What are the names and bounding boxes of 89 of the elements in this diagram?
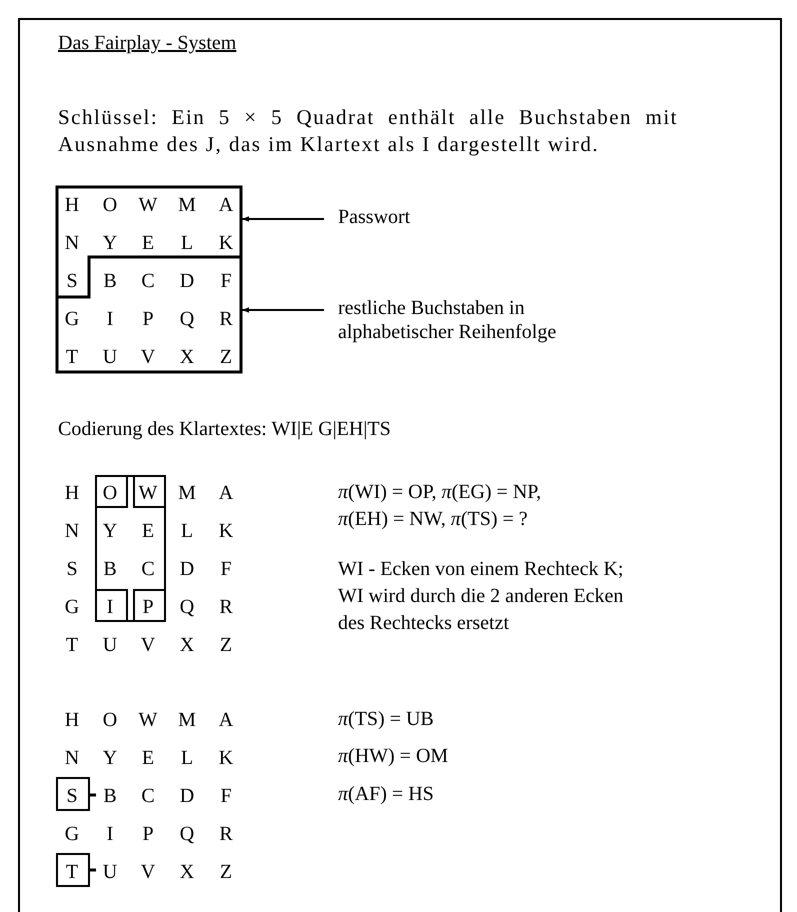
grid-letter: U [102, 861, 118, 883]
grid-letter: Z [220, 346, 232, 368]
grid-letter: Q [180, 308, 194, 330]
grid-letter: B [103, 785, 117, 807]
grid-letter: O [102, 482, 118, 504]
grid-letter: L [180, 232, 194, 254]
grid-letter: B [103, 558, 117, 580]
grid-letter: Y [102, 232, 118, 254]
grid-letter: A [218, 709, 234, 731]
grid-letter: Z [220, 634, 232, 656]
grid-letter: E [142, 747, 154, 769]
title: Das Fairplay - System [58, 31, 236, 56]
grid-letter: B [103, 270, 117, 292]
arrow [242, 216, 324, 222]
grid-letter: L [180, 747, 194, 769]
grid-letter: P [142, 308, 154, 330]
grid-letter: Y [102, 520, 118, 542]
grid-letter: R [219, 596, 233, 618]
formula-text: π(WI) = OP, π(EG) = NP, π(EH) = NW, π(TS) = ? [338, 480, 542, 532]
grid-letter: T [66, 634, 78, 656]
grid-letter: F [220, 270, 232, 292]
grid-letter: R [219, 823, 233, 845]
callout-text: Passwort [338, 205, 410, 229]
grid-letter: S [66, 558, 78, 580]
grid-letter: P [142, 823, 154, 845]
grid-letter: Q [180, 596, 194, 618]
grid-letter: X [180, 346, 194, 368]
grid-letter: K [218, 747, 234, 769]
grid-letter: C [141, 558, 155, 580]
grid-letter: P [142, 596, 154, 618]
grid-letter: I [106, 596, 114, 618]
grid-letter: G [64, 596, 80, 618]
grid-letter: V [140, 634, 156, 656]
paragraph: WI - Ecken von einem Rechteck K; WI wird durch die 2 anderen Ecken des Rechtecks ersetzt [338, 557, 624, 636]
grid-letter: N [64, 747, 80, 769]
grid-letter: M [178, 482, 196, 504]
grid-letter: A [218, 194, 234, 216]
grid-letter: H [64, 482, 80, 504]
grid-letter: W [138, 482, 158, 504]
formula-text: π(AF) = HS [338, 782, 434, 807]
formula-text: π(TS) = UB [338, 707, 434, 732]
grid-letter: V [140, 346, 156, 368]
grid-letter: S [66, 270, 78, 292]
grid-letter: W [138, 194, 158, 216]
grid-letter: M [178, 194, 196, 216]
formula-text: π(HW) = OM [338, 744, 448, 769]
grid-letter: N [64, 520, 80, 542]
grid-letter: N [64, 232, 80, 254]
callout-text: restliche Buchstaben in alphabetischer Reihenfolge [338, 296, 598, 344]
grid-letter: A [218, 482, 234, 504]
grid-letter: O [102, 709, 118, 731]
region-outline [56, 256, 242, 374]
grid-letter: D [180, 270, 194, 292]
grid-letter: D [180, 558, 194, 580]
grid-letter: K [218, 232, 234, 254]
grid-letter: I [106, 823, 114, 845]
grid-letter: R [219, 308, 233, 330]
grid-letter: U [102, 346, 118, 368]
grid-letter: U [102, 634, 118, 656]
grid-letter: H [64, 709, 80, 731]
grid-letter: G [64, 308, 80, 330]
grid-letter: M [178, 709, 196, 731]
grid-letter: T [66, 861, 78, 883]
grid-letter: I [106, 308, 114, 330]
grid-letter: F [220, 785, 232, 807]
grid-letter: X [180, 634, 194, 656]
grid-letter: S [66, 785, 78, 807]
grid-letter: X [180, 861, 194, 883]
grid-letter: V [140, 861, 156, 883]
grid-letter: G [64, 823, 80, 845]
region-outline [56, 186, 242, 298]
grid-letter: K [218, 520, 234, 542]
grid-letter: Z [220, 861, 232, 883]
grid-letter: H [64, 194, 80, 216]
grid-letter: Y [102, 747, 118, 769]
grid-letter: O [102, 194, 118, 216]
grid-letter: C [141, 785, 155, 807]
paragraph: Schlüssel: Ein 5 × 5 Quadrat enthält alle Buchstaben mit Ausnahme des J, das im Klartext als I dargestellt wird. [58, 104, 678, 158]
grid-letter: D [180, 785, 194, 807]
grid-letter: Q [180, 823, 194, 845]
grid-letter: W [138, 709, 158, 731]
grid-letter: E [142, 520, 154, 542]
grid-letter: L [180, 520, 194, 542]
grid-letter: T [66, 346, 78, 368]
arrow [242, 307, 324, 313]
grid-letter: C [141, 270, 155, 292]
grid-letter: E [142, 232, 154, 254]
grid-letter: F [220, 558, 232, 580]
paragraph: Codierung des Klartextes: WI|E G|EH|TS [58, 417, 391, 442]
